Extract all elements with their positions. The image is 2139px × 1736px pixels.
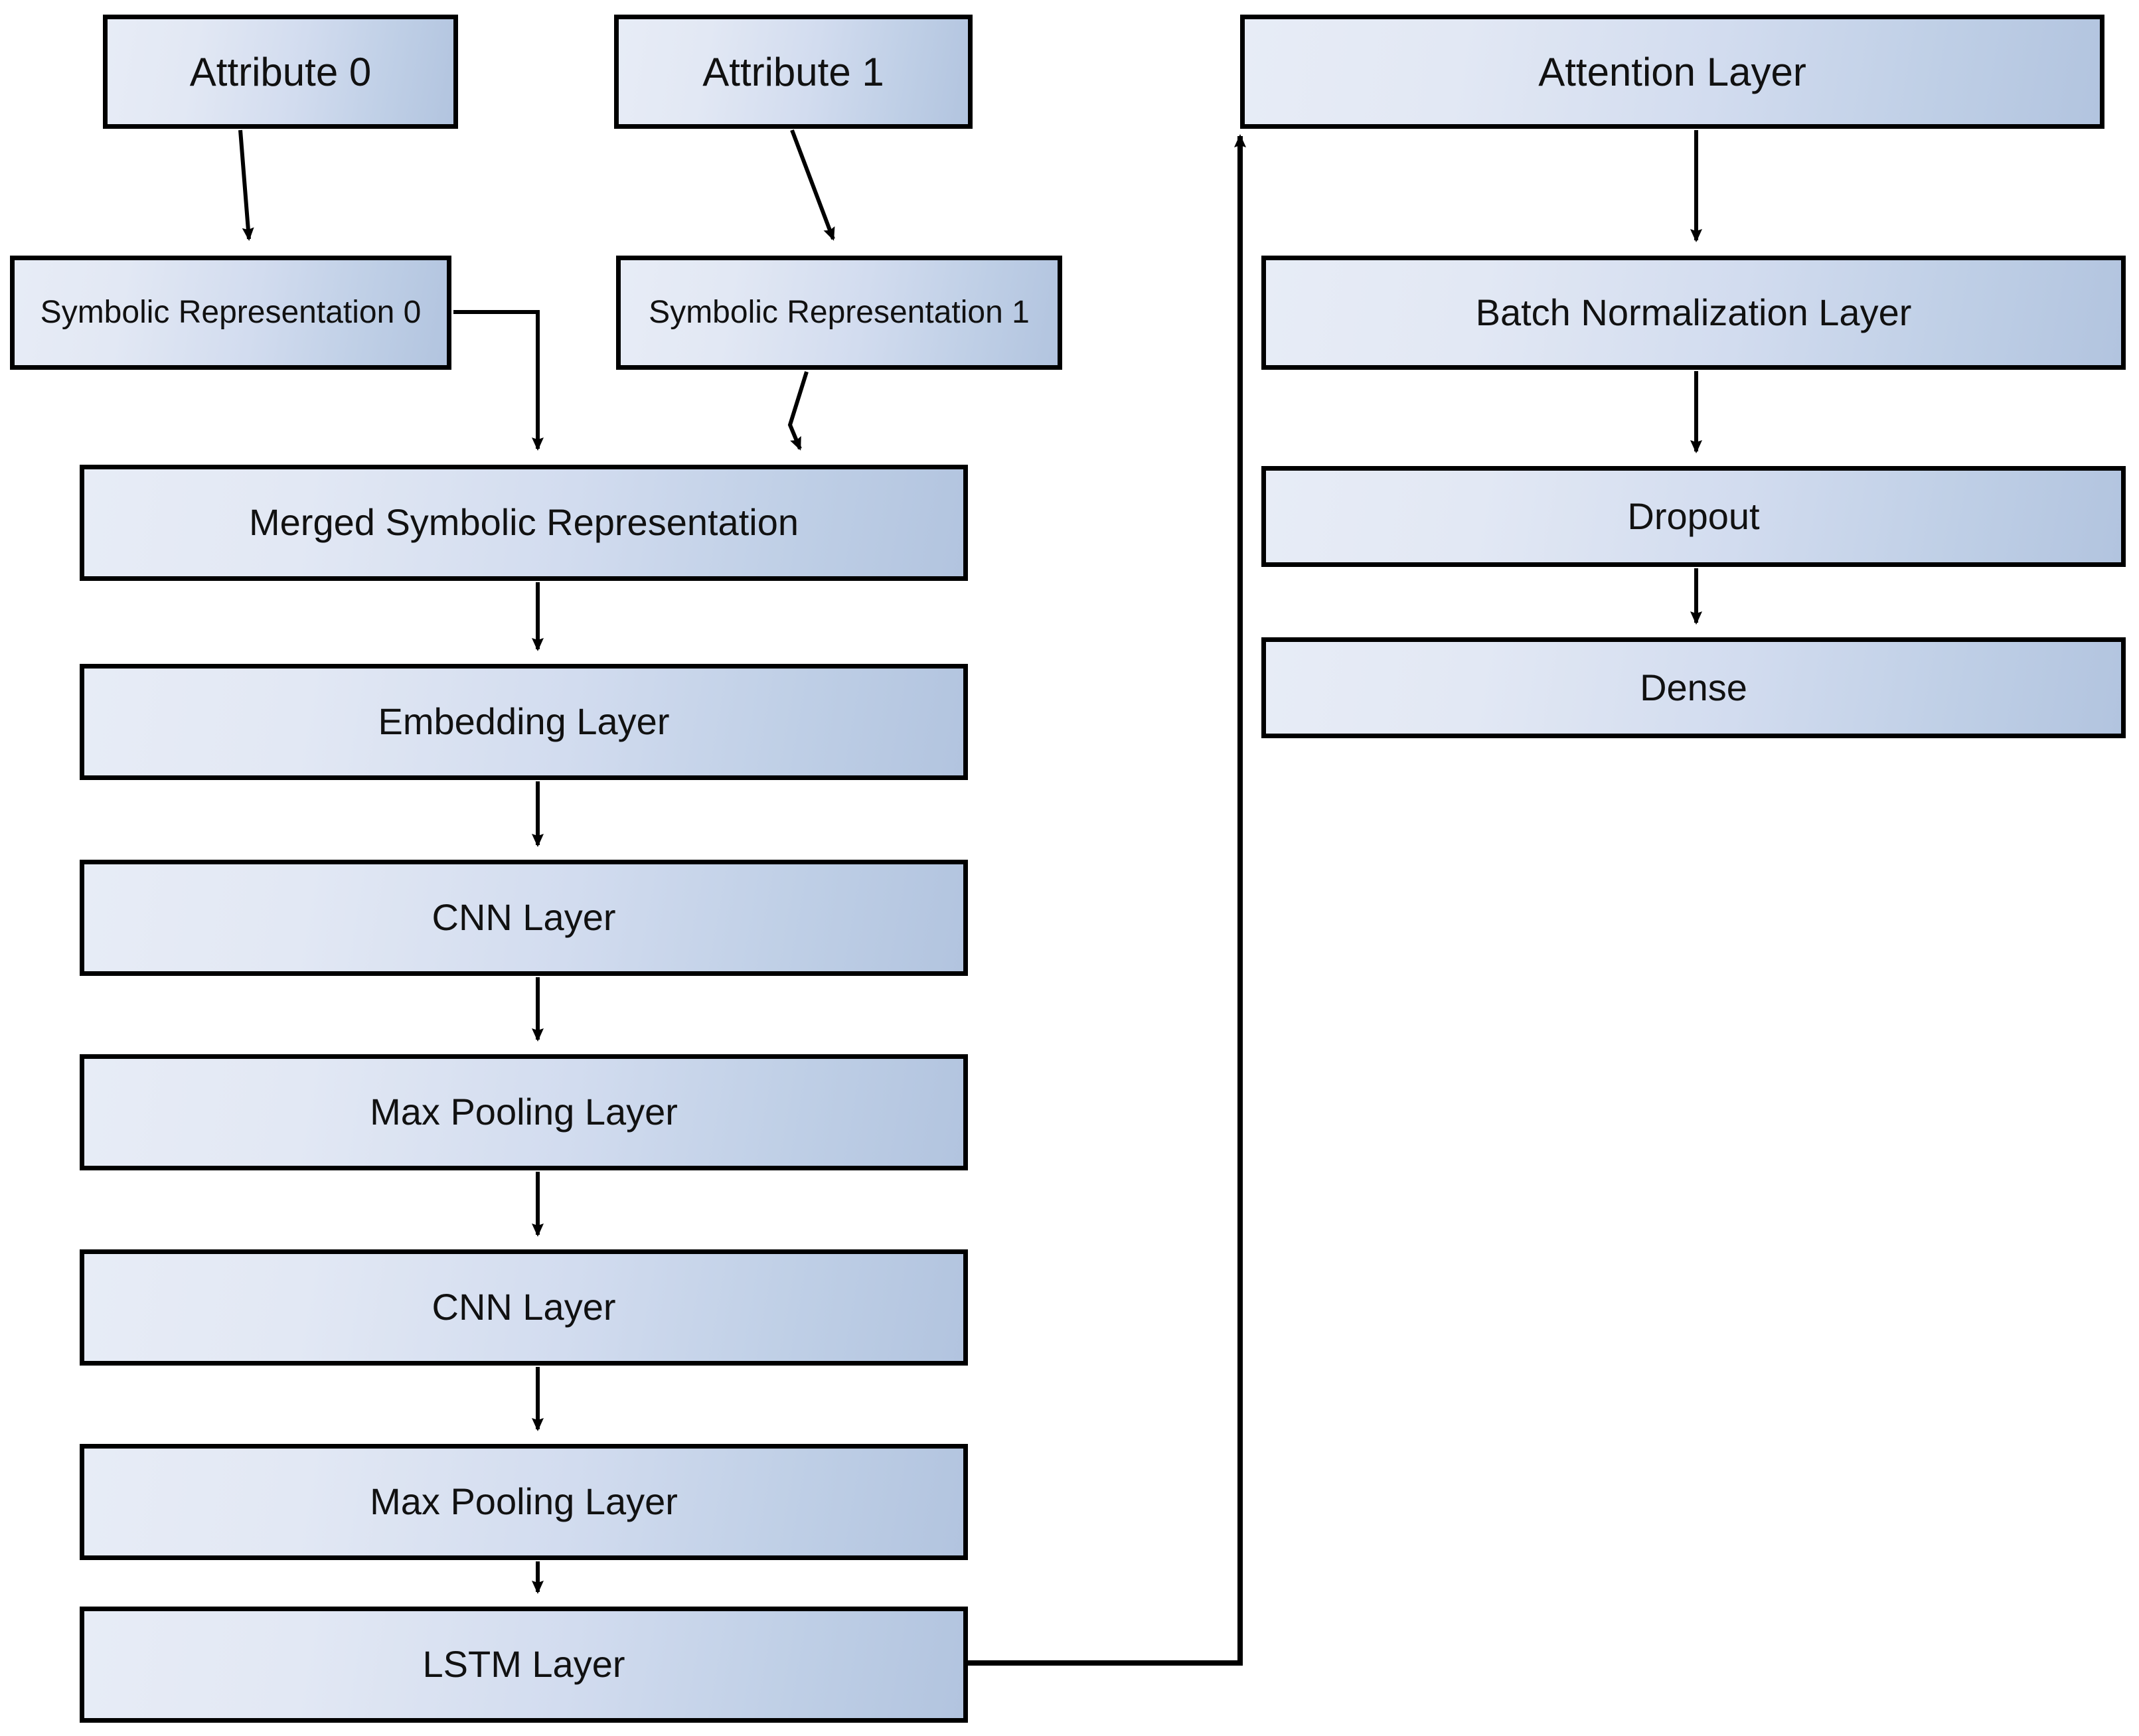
node-batch-normalization-layer[interactable]: Batch Normalization Layer	[1261, 256, 2126, 370]
node-label: Max Pooling Layer	[370, 1480, 678, 1523]
node-label: Dropout	[1627, 495, 1760, 537]
edge-symrep0-to-merged	[453, 310, 544, 451]
node-label: LSTM Layer	[422, 1643, 625, 1686]
node-lstm-layer[interactable]: LSTM Layer	[80, 1607, 968, 1723]
node-label: Dense	[1640, 666, 1747, 708]
node-label: Merged Symbolic Representation	[249, 501, 799, 544]
node-dropout[interactable]: Dropout	[1261, 466, 2126, 567]
node-label: Batch Normalization Layer	[1475, 291, 1912, 333]
node-label: Embedding Layer	[378, 700, 670, 743]
node-label: Symbolic Representation 1	[649, 294, 1030, 330]
node-label: Attribute 1	[702, 49, 884, 94]
node-label: Attention Layer	[1538, 49, 1806, 94]
node-label: CNN Layer	[432, 896, 616, 939]
node-max-pooling-layer-1[interactable]: Max Pooling Layer	[80, 1054, 968, 1170]
node-symbolic-representation-1[interactable]: Symbolic Representation 1	[616, 256, 1062, 370]
node-merged-symbolic-representation[interactable]: Merged Symbolic Representation	[80, 465, 968, 581]
node-label: Symbolic Representation 0	[40, 294, 422, 330]
node-cnn-layer-2[interactable]: CNN Layer	[80, 1249, 968, 1366]
node-label: CNN Layer	[432, 1286, 616, 1328]
edge-attribute1-to-symrep1	[790, 129, 835, 241]
node-symbolic-representation-0[interactable]: Symbolic Representation 0	[10, 256, 451, 370]
node-attention-layer[interactable]: Attention Layer	[1240, 15, 2104, 129]
edge-symrep1-to-merged	[787, 371, 809, 451]
node-embedding-layer[interactable]: Embedding Layer	[80, 664, 968, 780]
node-cnn-layer-1[interactable]: CNN Layer	[80, 860, 968, 976]
node-label: Max Pooling Layer	[370, 1091, 678, 1133]
node-max-pooling-layer-2[interactable]: Max Pooling Layer	[80, 1444, 968, 1560]
node-attribute-0[interactable]: Attribute 0	[103, 15, 458, 129]
node-label: Attribute 0	[189, 49, 372, 94]
node-attribute-1[interactable]: Attribute 1	[614, 15, 973, 129]
edge-attribute0-to-symrep0	[238, 129, 254, 241]
node-dense[interactable]: Dense	[1261, 637, 2126, 738]
